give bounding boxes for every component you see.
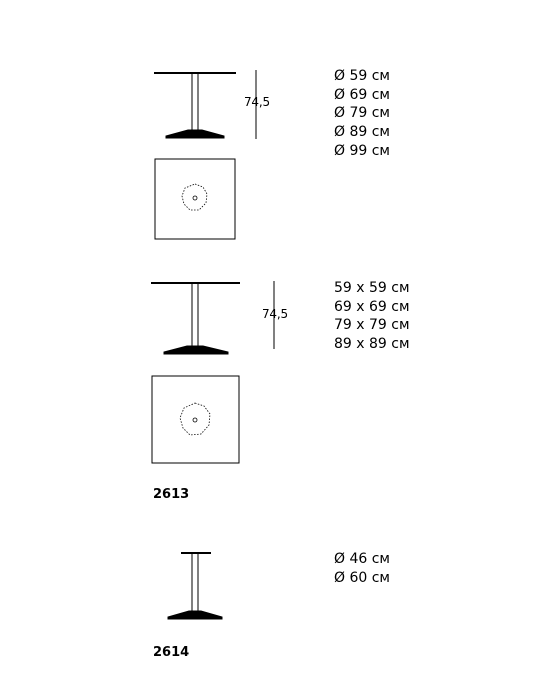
size-item: Ø 60 см (334, 569, 390, 586)
size-list: Ø 59 см Ø 69 см Ø 79 см Ø 89 см Ø 99 см (334, 67, 390, 161)
small-table-side-view (167, 552, 223, 620)
size-item: 89 x 89 см (334, 336, 410, 353)
base-top-view (151, 375, 240, 464)
model-code: 2613 (153, 487, 190, 502)
size-item: 79 x 79 см (334, 317, 410, 334)
height-label: 74,5 (262, 307, 288, 321)
base-top-view (154, 158, 236, 240)
size-item: Ø 59 см (334, 68, 390, 84)
size-item: Ø 46 см (334, 551, 390, 567)
size-item: Ø 79 см (334, 105, 390, 122)
size-item: Ø 89 см (334, 124, 390, 141)
height-label: 74,5 (244, 95, 270, 109)
square-table-side-view (151, 282, 240, 355)
size-list: 59 x 59 см 69 x 69 см 79 x 79 см 89 x 89… (334, 279, 410, 354)
size-item: Ø 69 см (334, 86, 390, 103)
size-item: 69 x 69 см (334, 298, 410, 315)
size-item: Ø 99 см (334, 142, 390, 159)
round-table-side-view (154, 72, 236, 139)
model-code: 2614 (153, 645, 190, 660)
size-list: Ø 46 см Ø 60 см (334, 550, 390, 587)
size-item: 59 x 59 см (334, 280, 410, 296)
